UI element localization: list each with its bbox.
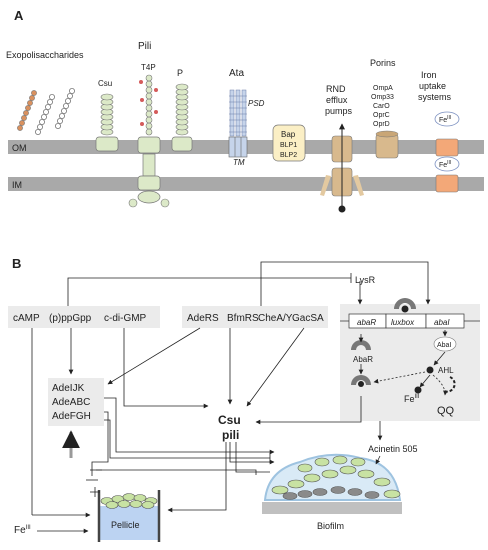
fe-iii-bottom: FeIII <box>14 525 31 536</box>
abai-protein-icon <box>433 336 457 352</box>
biofilm-surface <box>262 502 402 514</box>
ahl-molecule <box>426 366 434 374</box>
exopolysaccharide-chains <box>17 88 76 135</box>
ahl-label: AHL <box>438 366 454 375</box>
regulatory-network <box>31 261 431 518</box>
csu-pilus <box>95 93 119 152</box>
pump-adefgh: AdeFGH <box>52 411 91 422</box>
signal-camp: cAMP <box>13 313 40 324</box>
ahl-fe-icon <box>414 386 422 394</box>
lysr-label: LysR <box>355 275 376 285</box>
panel-a-letter: A <box>14 8 24 23</box>
abar-protein-label: AbaR <box>353 355 373 364</box>
rnd-label-2: efflux <box>326 95 348 105</box>
porin-barrel <box>375 130 399 159</box>
type-iv-pilus <box>128 74 170 208</box>
p-pilus-label: P <box>177 68 183 78</box>
porins-label: Porins <box>370 58 396 68</box>
bap-label: Bap <box>281 130 296 139</box>
abai-protein-label: AbaI <box>437 342 451 349</box>
fe-iii-outside: FeIII <box>439 115 451 124</box>
porin-oprc: OprC <box>373 112 390 119</box>
om-label: OM <box>12 143 27 153</box>
rnd-efflux-pump <box>320 123 364 213</box>
psd-label: PSD <box>248 99 265 108</box>
regulator-gacsa: GacSA <box>292 313 324 324</box>
qq-label: QQ <box>437 405 455 417</box>
inner-membrane <box>8 177 484 191</box>
rnd-label-1: RND <box>326 84 346 94</box>
rnd-label-3: pumps <box>325 106 353 116</box>
pellicle-cells <box>100 493 158 509</box>
pellicle-label: Pellicle <box>111 520 140 530</box>
tm-label: TM <box>233 158 245 167</box>
fe-iii-periplasm: FeIII <box>439 160 451 169</box>
porin-omp33: Omp33 <box>371 94 394 101</box>
csu-pilus-label: Csu <box>98 79 112 88</box>
iron-label-1: Iron <box>421 70 437 80</box>
biofilm-label: Biofilm <box>317 521 344 531</box>
fe-iii-qs: FeIII <box>404 394 420 404</box>
iron-label-2: uptake <box>419 81 446 91</box>
blp1-label: BLP1 <box>280 142 297 149</box>
biofilm-cells <box>271 455 401 500</box>
signals-box <box>8 306 160 328</box>
pellicle-medium <box>99 506 159 540</box>
ata-label: Ata <box>229 68 244 79</box>
qq-degradation-icon <box>443 376 456 393</box>
pump-adeabc: AdeABC <box>52 397 90 408</box>
csu-label-line1: Csu <box>218 413 241 427</box>
panel-b-letter: B <box>12 256 21 271</box>
regulator-bfmrs: BfmRS <box>227 313 259 324</box>
gene-abar-label: abaR <box>357 318 376 327</box>
porin-ompa: OmpA <box>373 85 393 92</box>
blp2-label: BLP2 <box>280 152 297 159</box>
ata-adhesin <box>228 89 248 158</box>
exopolysaccharides-label: Exopolisaccharides <box>6 50 84 60</box>
bap-box <box>272 124 306 162</box>
gene-luxbox-label: luxbox <box>391 318 415 327</box>
regulators-box <box>182 306 328 328</box>
regulator-chea-y: CheA/Y <box>258 313 293 324</box>
t4p-label: T4P <box>141 63 156 72</box>
p-pilus <box>171 83 193 152</box>
signal-c-di-gmp: c-di-GMP <box>104 313 147 324</box>
ade-pumps-box <box>48 378 104 426</box>
pump-adeijk: AdeIJK <box>52 383 85 394</box>
im-label: IM <box>12 180 22 190</box>
porin-caro: CarO <box>373 103 390 110</box>
abar-protein-icon <box>351 340 371 350</box>
gene-abai <box>425 313 465 329</box>
signal-ppgpp: (p)ppGpp <box>49 313 92 324</box>
acinetin-label: Acinetin 505 <box>368 444 418 454</box>
csu-label-line2: pili <box>222 428 239 442</box>
porin-oprd: OprD <box>373 121 390 128</box>
abar-receptor-bound <box>394 298 416 309</box>
gene-abai-label: abaI <box>434 318 450 327</box>
iron-label-3: systems <box>418 92 452 102</box>
iron-uptake-system <box>434 111 460 193</box>
abar-ahl-complex-icon <box>351 375 371 385</box>
regulator-aders: AdeRS <box>187 313 219 324</box>
pili-label: Pili <box>138 41 151 52</box>
